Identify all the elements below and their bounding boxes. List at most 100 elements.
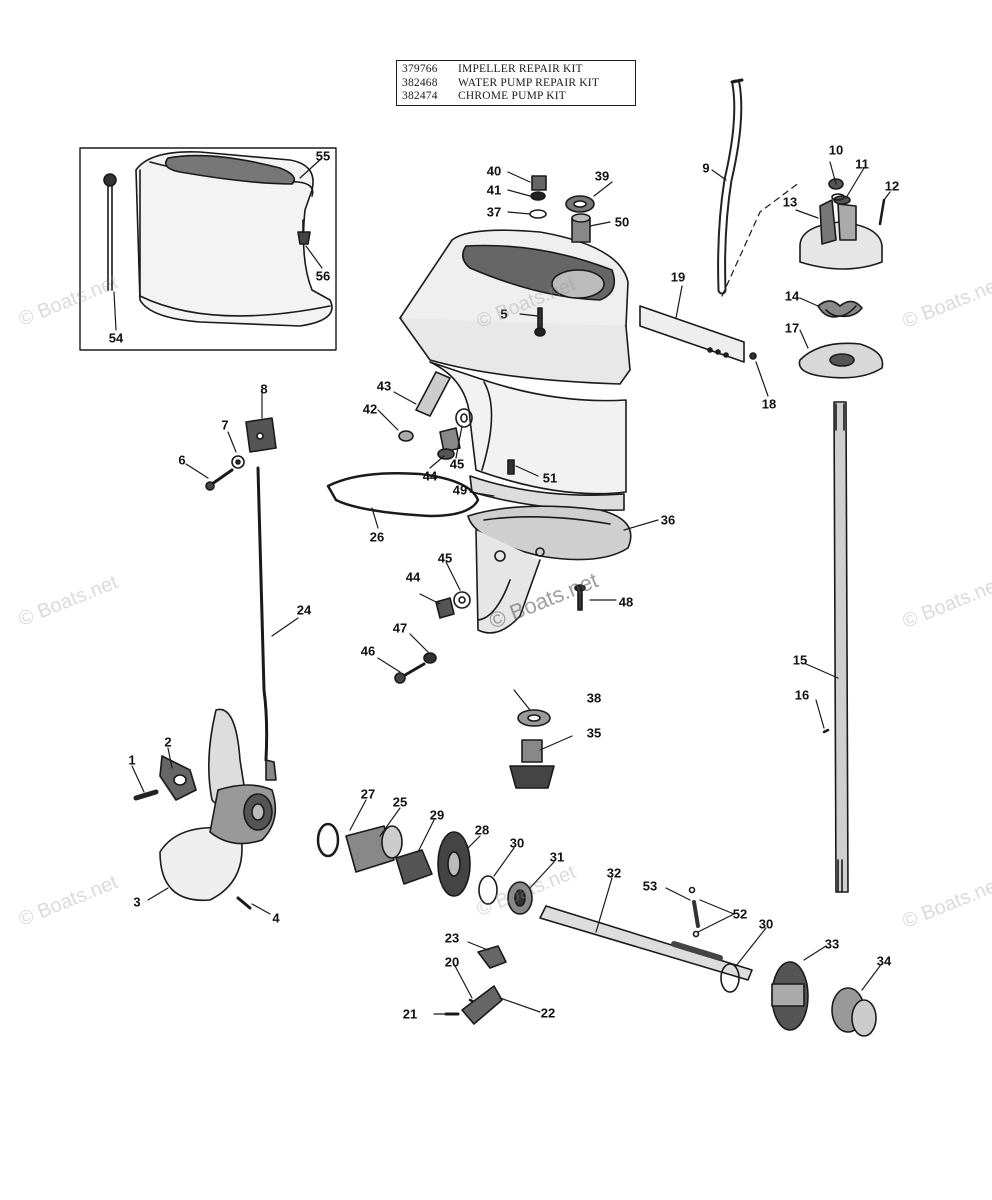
kit-number: 382474 xyxy=(402,90,438,102)
kit-number: 379766 xyxy=(402,63,438,75)
gear-28 xyxy=(437,831,471,897)
kit-row: 379766 IMPELLER REPAIR KIT xyxy=(402,63,630,77)
gear-33 xyxy=(771,961,809,1031)
lever-22 xyxy=(461,985,503,1025)
callout-52: 52 xyxy=(732,906,748,922)
gasket-26 xyxy=(326,471,480,518)
washer-37 xyxy=(529,209,547,219)
callout-7: 7 xyxy=(221,417,229,433)
callout-20: 20 xyxy=(444,954,460,970)
callout-8: 8 xyxy=(260,381,268,397)
callout-12: 12 xyxy=(884,178,900,194)
drive-shaft xyxy=(822,401,849,893)
callout-18: 18 xyxy=(761,396,777,412)
plug-42 xyxy=(398,430,414,442)
callout-48: 48 xyxy=(618,594,634,610)
propeller-shaft-32 xyxy=(539,905,753,981)
bushing-50 xyxy=(571,213,591,243)
callout-37: 37 xyxy=(486,204,502,220)
callout-4: 4 xyxy=(272,910,280,926)
callout-29: 29 xyxy=(429,807,445,823)
screw-48 xyxy=(574,584,586,611)
water-tube xyxy=(717,78,744,295)
callout-34: 34 xyxy=(876,953,892,969)
pin-51 xyxy=(507,459,515,475)
washer-30-upper xyxy=(478,875,498,905)
callout-27: 27 xyxy=(360,786,376,802)
callout-45-lower: 45 xyxy=(437,550,453,566)
plug-44-lower xyxy=(435,597,455,619)
spring-53 xyxy=(692,900,700,928)
long-bolt-inset xyxy=(103,173,117,291)
callout-42: 42 xyxy=(362,401,378,417)
pin-4 xyxy=(236,896,252,910)
clamp-8 xyxy=(245,417,277,453)
callout-3: 3 xyxy=(133,894,141,910)
pin-1 xyxy=(133,789,159,801)
pin-52a xyxy=(688,886,696,894)
bearing-25 xyxy=(345,825,403,873)
callout-53: 53 xyxy=(642,878,658,894)
shift-rod xyxy=(256,466,277,781)
callout-11: 11 xyxy=(855,156,869,172)
callout-2: 2 xyxy=(164,734,172,750)
plug-44-upper xyxy=(437,427,461,460)
callout-47: 47 xyxy=(392,620,408,636)
washer-45-lower xyxy=(453,591,471,609)
callout-13: 13 xyxy=(782,194,798,210)
bearing-29 xyxy=(395,849,433,885)
pinion-gear-35 xyxy=(509,739,555,789)
callout-15: 15 xyxy=(792,652,808,668)
pin-43 xyxy=(415,371,451,417)
screw-6 xyxy=(205,468,234,491)
callout-26: 26 xyxy=(369,529,385,545)
dog-clutch-31 xyxy=(507,881,533,915)
callout-55: 55 xyxy=(315,148,331,164)
callout-21: 21 xyxy=(402,1006,418,1022)
shifter-23 xyxy=(477,945,507,969)
callout-46: 46 xyxy=(360,643,376,659)
callout-22: 22 xyxy=(540,1005,556,1021)
kit-table: 379766 IMPELLER REPAIR KIT 382468 WATER PU… xyxy=(396,60,636,106)
callout-50: 50 xyxy=(614,214,630,230)
callout-30-lower: 30 xyxy=(758,916,774,932)
kit-number: 382468 xyxy=(402,76,438,89)
screw-46 xyxy=(394,662,426,684)
callout-38: 38 xyxy=(586,690,602,706)
pump-housing xyxy=(799,178,886,270)
callout-40: 40 xyxy=(486,163,502,179)
callout-16: 16 xyxy=(794,687,810,703)
callout-35: 35 xyxy=(586,725,602,741)
gearcase-housing xyxy=(399,229,632,634)
dashed-link xyxy=(721,181,801,297)
callout-30-upper: 30 xyxy=(509,835,525,851)
callout-51: 51 xyxy=(542,470,558,486)
kit-description: WATER PUMP REPAIR KIT xyxy=(458,76,600,89)
callout-45-upper: 45 xyxy=(449,456,465,472)
nut-2 xyxy=(159,755,197,801)
callout-1: 1 xyxy=(128,752,136,768)
callout-49: 49 xyxy=(452,482,468,498)
callout-9: 9 xyxy=(702,160,710,176)
callout-56: 56 xyxy=(315,268,331,284)
impeller xyxy=(817,300,863,318)
washer-38 xyxy=(517,709,551,727)
kit-description: CHROME PUMP KIT xyxy=(458,90,567,102)
screw-56-inset xyxy=(297,219,311,245)
callout-44-upper: 44 xyxy=(422,468,438,484)
seal-39 xyxy=(565,195,595,213)
exhaust-housing-inset xyxy=(135,151,333,327)
callout-10: 10 xyxy=(828,142,844,158)
callout-14: 14 xyxy=(784,288,800,304)
callout-41: 41 xyxy=(486,182,502,198)
callout-19: 19 xyxy=(670,269,686,285)
callout-32: 32 xyxy=(606,865,622,881)
callout-39: 39 xyxy=(594,168,610,184)
callout-31: 31 xyxy=(549,849,565,865)
callout-17: 17 xyxy=(784,320,800,336)
kit-description: IMPELLER REPAIR KIT xyxy=(458,63,583,75)
inset-frame xyxy=(79,147,337,351)
callout-24: 24 xyxy=(296,602,312,618)
callout-54: 54 xyxy=(108,330,124,346)
